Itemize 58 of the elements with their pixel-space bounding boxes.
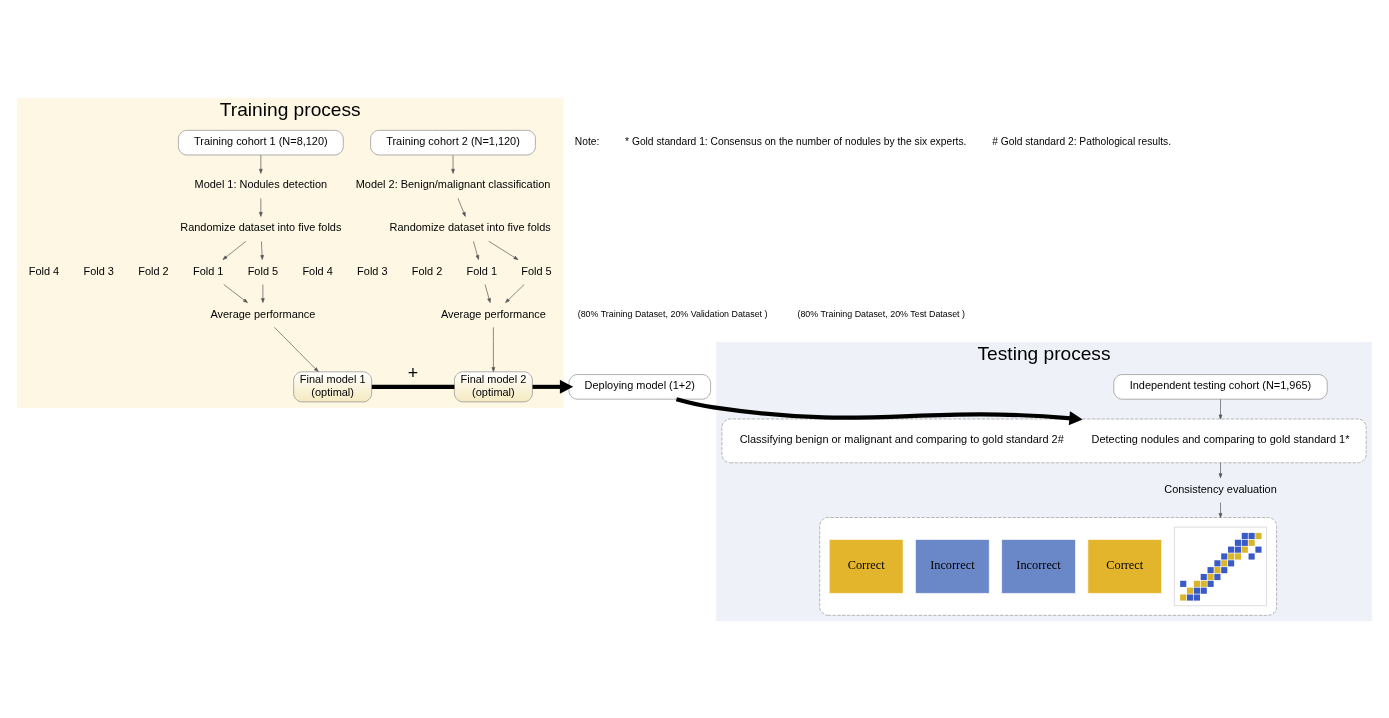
node-box: Incorrect (1001, 538, 1076, 594)
arrow (484, 283, 491, 303)
node-text: Fold 5 (521, 264, 552, 277)
node-box: Final model 2 (optimal) (454, 370, 533, 402)
node-text: Fold 5 (247, 264, 279, 277)
node-text: Consistency evaluation (1164, 482, 1277, 495)
arrow (260, 240, 264, 260)
label: # Gold standard 2: Pathological results. (992, 135, 1172, 147)
arrow (473, 240, 480, 260)
node-text: Average performance (440, 307, 546, 320)
node-text: Fold 1 (466, 264, 497, 277)
arrow (505, 283, 525, 303)
label: * Gold standard 1: Consensus on the number of nodules by the six experts. (625, 135, 967, 147)
node-text: Model 1: Nodules detection (194, 177, 328, 190)
arrow (675, 396, 1083, 425)
node-box: Final model 1 (optimal) (293, 370, 372, 402)
node-text: Model 2: Benign/malignant classification (355, 177, 551, 190)
node-text: Fold 3 (357, 264, 388, 277)
node-text: Fold 2 (138, 264, 169, 277)
node-box: Training cohort 2 (N=1,120) (370, 129, 536, 155)
node-text: Average performance (210, 307, 316, 320)
arrow (451, 154, 455, 174)
arrow (222, 240, 247, 260)
node-box: Correct (1087, 538, 1162, 594)
label: (80% Training Dataset, 20% Test Dataset ) (797, 308, 966, 319)
node-text: Randomize dataset into five folds (389, 220, 551, 233)
node-box: Correct (828, 538, 904, 594)
node-text: Fold 3 (83, 264, 114, 277)
edge-label: + (407, 362, 419, 383)
arrow (274, 326, 319, 372)
node-box: Deploying model (1+2) (568, 373, 711, 399)
node-text: Fold 2 (411, 264, 443, 277)
arrow (457, 197, 466, 217)
node-text: Fold 4 (302, 264, 333, 277)
arrow (491, 326, 496, 372)
node-box: Incorrect (915, 538, 990, 594)
label: Note: (574, 135, 600, 147)
label: (80% Training Dataset, 20% Validation Dataset ) (577, 308, 768, 319)
arrow (261, 283, 265, 303)
node-text: Fold 1 (192, 264, 224, 277)
arrow (259, 154, 263, 174)
arrow (1218, 501, 1223, 518)
arrow (1218, 461, 1223, 478)
node-text: Detecting nodules and comparing to gold standard 1* (1091, 433, 1350, 445)
node-text: Classifying benign or malignant and comparing to gold standard 2# (739, 433, 1064, 445)
cluster (721, 418, 1367, 463)
arrow (1218, 398, 1223, 419)
connector (371, 384, 455, 389)
arrow (488, 240, 519, 260)
cluster (819, 516, 1277, 616)
arrow (259, 197, 263, 217)
node-text: Randomize dataset into five folds (180, 220, 342, 233)
node-box: Independent testing cohort (N=1,965) (1113, 373, 1328, 399)
arrow (223, 283, 248, 303)
node-picture (1174, 526, 1267, 606)
node-box: Training cohort 1 (N=8,120) (178, 129, 344, 155)
arrow (532, 379, 574, 394)
node-text: Fold 4 (28, 264, 60, 277)
